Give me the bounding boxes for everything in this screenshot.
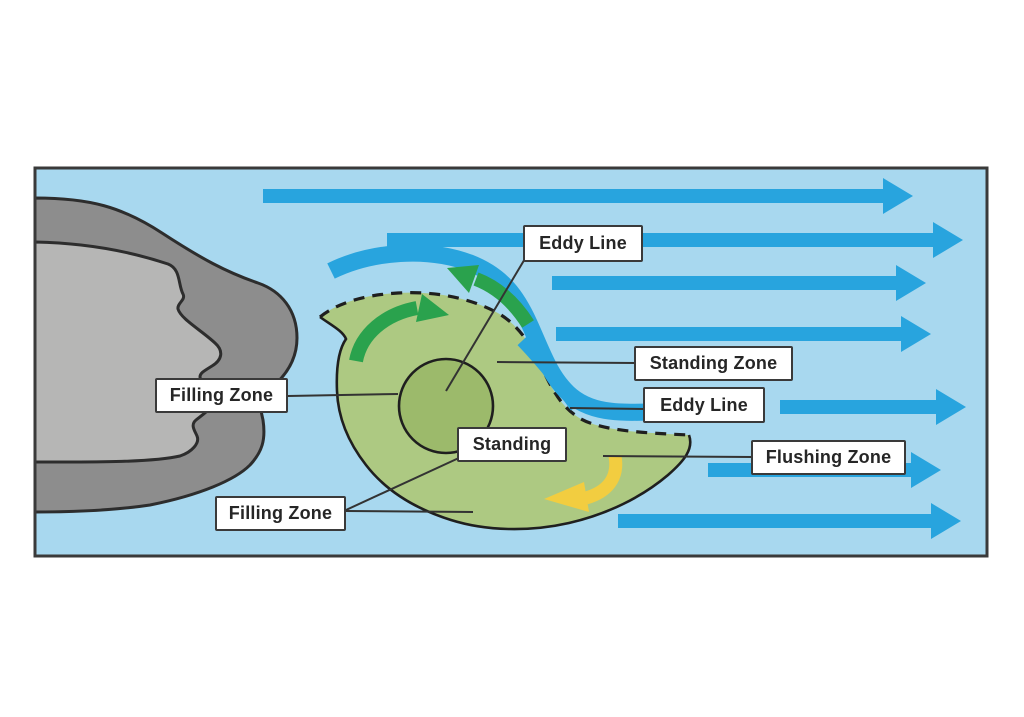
label-eddy-line-top-text: Eddy Line	[539, 233, 627, 253]
flow-arrow-2	[387, 222, 963, 258]
label-standing: Standing	[457, 427, 567, 462]
leader-flushing-zone	[602, 455, 754, 458]
yellow-flushing-arrow-head	[544, 482, 589, 512]
leader-lines	[287, 256, 754, 513]
flow-arrow-7	[618, 503, 961, 539]
label-standing-text: Standing	[472, 434, 552, 454]
label-eddy-line-right-text: Eddy Line	[660, 394, 748, 415]
label-filling-zone-top-text: Filling Zone	[169, 385, 274, 405]
yellow-flushing-arrow-tail	[583, 454, 623, 505]
flow-arrow-1	[263, 178, 913, 214]
label-flushing-zone-text: Flushing Zone	[765, 447, 892, 467]
green-eddy-arrow-head	[416, 294, 449, 322]
leader-standing	[345, 456, 462, 511]
leader-standing-zone	[496, 361, 637, 364]
green-upstream-arrow-head	[447, 265, 479, 293]
label-filling-zone-top: Filling Zone	[155, 378, 288, 413]
label-standing-zone: Standing Zone	[634, 346, 793, 381]
green-upstream-arrow-tail	[473, 272, 534, 328]
flow-arrow-3	[552, 265, 926, 301]
current-short-band	[517, 334, 584, 411]
eddy-zone-solid-boundary	[319, 315, 692, 531]
leader-filling-zone-bottom	[345, 510, 474, 513]
circulation-arrows	[349, 265, 623, 512]
leader-eddy-line-right	[569, 407, 647, 410]
label-flushing-zone: Flushing Zone	[751, 440, 906, 475]
eddy-line-dashed-boundary	[318, 291, 690, 437]
green-eddy-arrow-tail	[349, 301, 419, 363]
label-standing-zone-text: Standing Zone	[649, 353, 778, 373]
diagram-frame	[33, 166, 989, 558]
flow-arrow-4	[556, 316, 931, 352]
label-filling-zone-bottom-text: Filling Zone	[228, 503, 333, 523]
leader-filling-zone-top	[287, 393, 399, 397]
flow-arrow-5	[780, 389, 966, 425]
label-eddy-line-right: Eddy Line	[643, 387, 765, 423]
label-eddy-line-top: Eddy Line	[523, 225, 643, 262]
leader-eddy-line-top	[445, 256, 527, 392]
label-filling-zone-bottom: Filling Zone	[215, 496, 346, 531]
eddy-zone-fill	[320, 292, 691, 530]
